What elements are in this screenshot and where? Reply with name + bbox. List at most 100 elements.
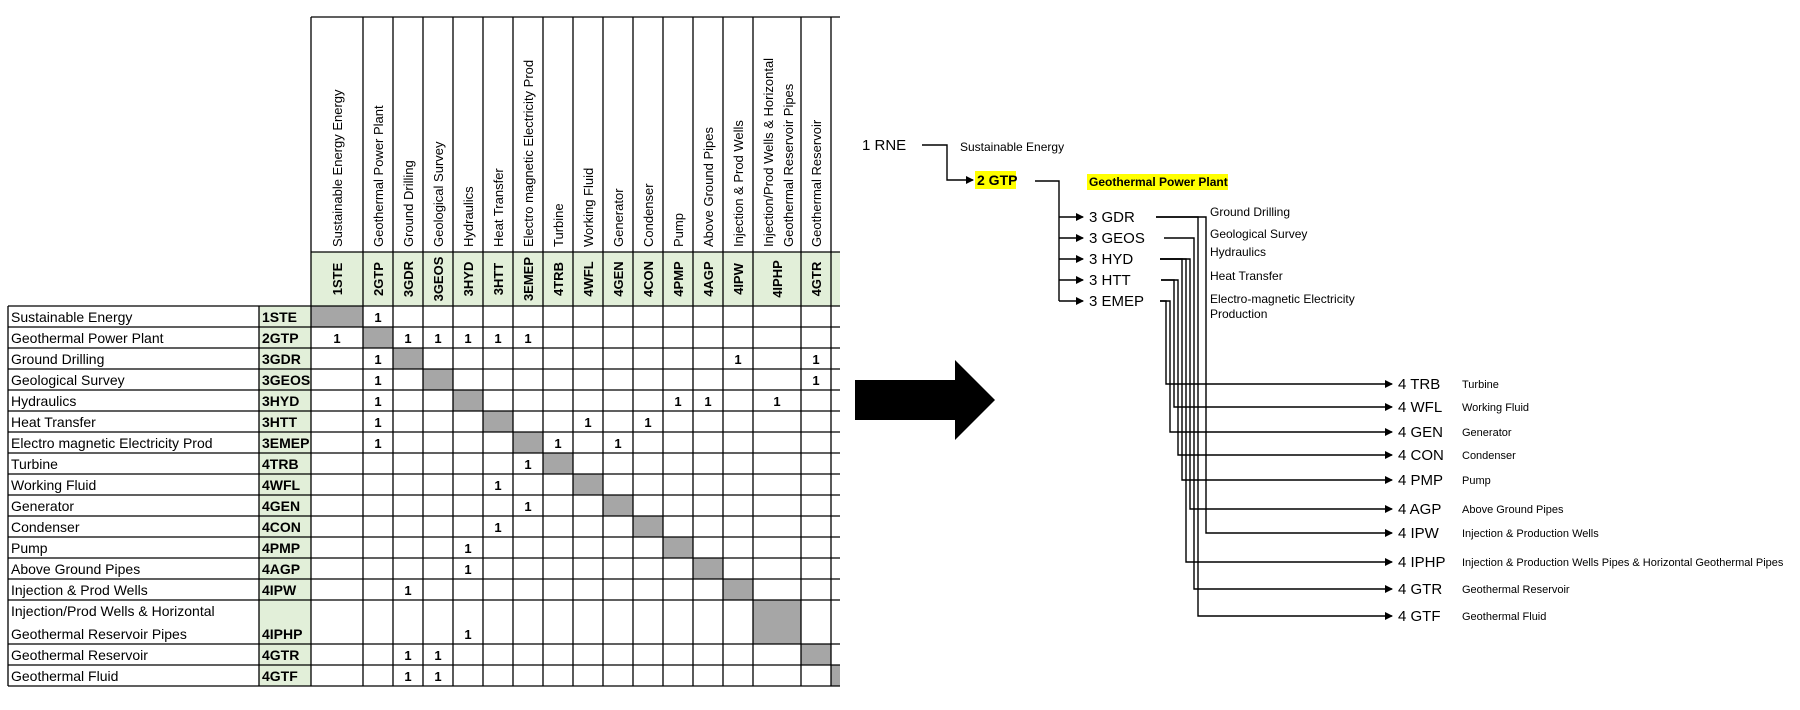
row-code: 3HYD xyxy=(262,393,299,409)
dependency-mark: 1 xyxy=(434,648,441,663)
row-label: Geothermal Fluid xyxy=(11,668,118,684)
dependency-mark: 1 xyxy=(404,648,411,663)
level4-code: 4 IPHP xyxy=(1398,554,1446,571)
level1-label: Sustainable Energy xyxy=(960,140,1064,154)
level4-label: Turbine xyxy=(1462,379,1499,391)
level3-label: Ground Drilling xyxy=(1210,205,1290,219)
column-label: Ground Drilling xyxy=(401,160,416,247)
dependency-mark: 1 xyxy=(644,415,651,430)
dependency-mark: 1 xyxy=(584,415,591,430)
level4-label: Injection & Production Wells xyxy=(1462,528,1599,540)
dependency-mark: 1 xyxy=(374,394,381,409)
diagonal-cell xyxy=(831,665,840,686)
dependency-mark: 1 xyxy=(494,478,501,493)
dependency-mark: 1 xyxy=(374,436,381,451)
column-label: Geothermal Fluid xyxy=(839,147,840,247)
column-code-row-bg xyxy=(311,252,840,306)
dependency-mark: 1 xyxy=(812,373,819,388)
dependency-mark: 1 xyxy=(704,394,711,409)
level4-code: 4 WFL xyxy=(1398,399,1442,416)
row-label: Above Ground Pipes xyxy=(11,561,140,577)
column-code: 3GEOS xyxy=(431,256,446,301)
column-label: Heat Transfer xyxy=(491,168,506,247)
column-code: 4IPW xyxy=(731,262,746,295)
dependency-mark: 1 xyxy=(434,669,441,684)
row-label: Turbine xyxy=(11,456,58,472)
column-code: 4WFL xyxy=(581,261,596,296)
diagonal-cell xyxy=(663,537,693,558)
row-label: Heat Transfer xyxy=(11,414,96,430)
dependency-mark: 1 xyxy=(524,331,531,346)
dependency-mark: 1 xyxy=(374,310,381,325)
level3-label: Hydraulics xyxy=(1210,245,1266,259)
connector-l3-l4 xyxy=(1161,279,1393,459)
level2-code-highlight xyxy=(975,171,1016,189)
level4-label: Condenser xyxy=(1462,450,1516,462)
level3-code: 3 HTT xyxy=(1089,272,1131,289)
column-label: Generator xyxy=(611,188,626,247)
diagonal-cell xyxy=(633,516,663,537)
diagonal-cell xyxy=(363,327,393,348)
row-label: Hydraulics xyxy=(11,393,76,409)
column-label: Electro magnetic Electricity Prod xyxy=(521,60,536,247)
diagonal-cell xyxy=(453,390,483,411)
column-code: 4AGP xyxy=(701,261,716,297)
level4-label: Geothermal Reservoir xyxy=(1462,584,1570,596)
row-label: Pump xyxy=(11,540,48,556)
dependency-mark: 1 xyxy=(464,562,471,577)
level4-label: Injection & Production Wells Pipes & Hor… xyxy=(1462,557,1784,569)
dependency-mark: 1 xyxy=(464,331,471,346)
connector-l3-l4 xyxy=(1160,258,1393,566)
row-label: Working Fluid xyxy=(11,477,96,493)
connector-l2-trunk xyxy=(1035,180,1060,301)
dependency-mark: 1 xyxy=(614,436,621,451)
level4-code: 4 GEN xyxy=(1398,424,1443,441)
level3-code: 3 EMEP xyxy=(1089,293,1144,310)
level3-code: 3 GEOS xyxy=(1089,230,1145,247)
row-label: Geological Survey xyxy=(11,372,125,388)
level1-code: 1 RNE xyxy=(862,137,906,154)
column-code: 4PMP xyxy=(671,261,686,297)
level4-code: 4 CON xyxy=(1398,447,1444,464)
row-code: 3GEOS xyxy=(262,372,310,388)
dependency-mark: 1 xyxy=(333,331,340,346)
level4-code: 4 GTF xyxy=(1398,608,1441,625)
dependency-mark: 1 xyxy=(524,499,531,514)
transform-arrow-icon xyxy=(855,360,995,440)
dependency-mark: 1 xyxy=(404,669,411,684)
matrix-grid xyxy=(7,16,840,687)
row-label: Ground Drilling xyxy=(11,351,104,367)
column-label: Pump xyxy=(671,213,686,247)
dependency-mark: 1 xyxy=(773,394,780,409)
diagonal-cell xyxy=(483,411,513,432)
row-code: 4AGP xyxy=(262,561,300,577)
row-label: Injection & Prod Wells xyxy=(11,582,148,598)
level4-code: 4 PMP xyxy=(1398,472,1443,489)
row-code: 3EMEP xyxy=(262,435,309,451)
level4-label: Generator xyxy=(1462,427,1512,439)
column-code: 3GDR xyxy=(401,260,416,297)
column-code: 4GTR xyxy=(809,261,824,296)
column-label: Geothermal Reservoir Pipes xyxy=(781,83,796,247)
row-code: 4CON xyxy=(262,519,301,535)
diagonal-cell xyxy=(603,495,633,516)
diagonal-cell xyxy=(801,644,831,665)
diagonal-cell xyxy=(693,558,723,579)
row-code: 1STE xyxy=(262,309,297,325)
dependency-mark: 1 xyxy=(374,352,381,367)
column-label: Injection/Prod Wells & Horizontal xyxy=(761,58,776,247)
column-code: 2GTP xyxy=(371,262,386,296)
diagonal-cell xyxy=(543,453,573,474)
level3-label: Geological Survey xyxy=(1210,227,1307,241)
connector-l3-l4 xyxy=(1160,300,1393,388)
level4-label: Pump xyxy=(1462,475,1491,487)
row-label: Generator xyxy=(11,498,74,514)
column-code: 4CON xyxy=(641,261,656,297)
row-code: 4IPW xyxy=(262,582,297,598)
column-code: 3HTT xyxy=(491,263,506,296)
level3-label: Heat Transfer xyxy=(1210,269,1283,283)
row-label: Geothermal Reservoir Pipes xyxy=(11,626,187,642)
dependency-mark: 1 xyxy=(464,541,471,556)
design-structure-matrix: Sustainable Energy Energy1STEGeothermal … xyxy=(7,16,840,687)
